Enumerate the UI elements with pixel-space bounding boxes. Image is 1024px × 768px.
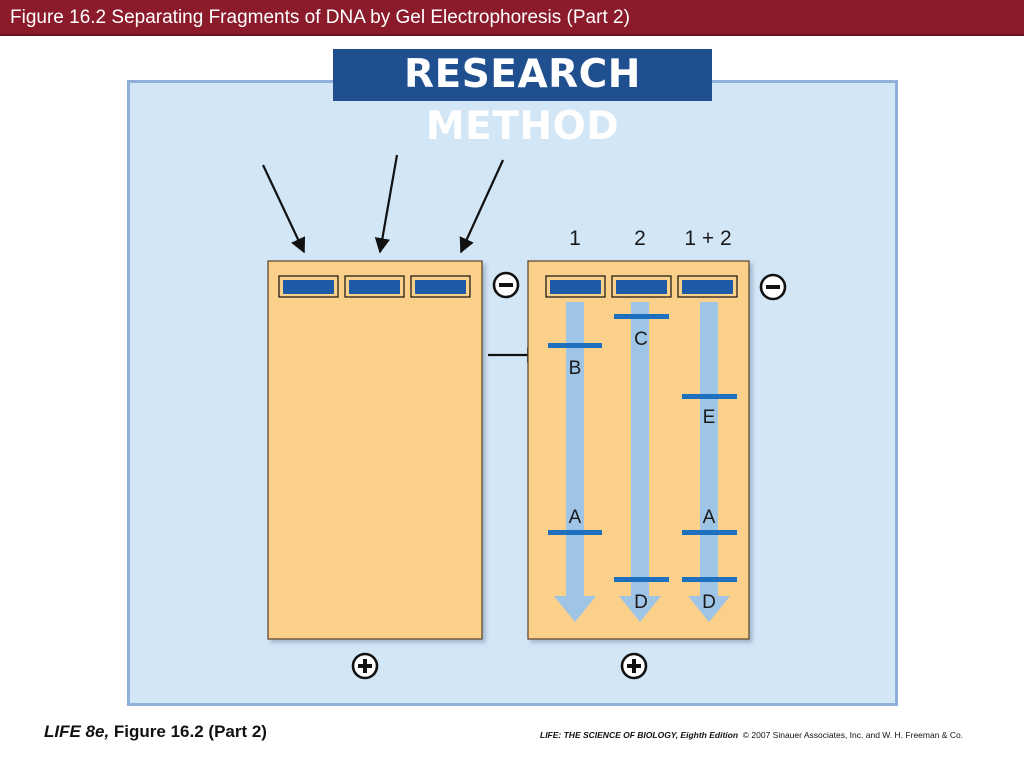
book-full-title: LIFE: THE SCIENCE OF BIOLOGY, Eighth Edi… (540, 730, 739, 740)
band-lane2-c (614, 314, 669, 319)
lane-label-1-plus-2: 1 + 2 (684, 227, 731, 250)
lane-label-2: 2 (634, 227, 646, 250)
band-lane1-a (548, 530, 602, 535)
book-short-title: LIFE 8e, (44, 722, 110, 741)
gel-before (267, 260, 483, 640)
loading-arrow-3 (459, 159, 505, 254)
band-label-lane1-a: A (569, 507, 582, 528)
band-label-lane3-d: D (702, 592, 716, 613)
gel-after-positive-electrode (620, 652, 648, 680)
band-lane1-b (548, 343, 602, 348)
research-method-banner: RESEARCH METHOD (333, 49, 712, 149)
gel-after-wells (545, 275, 738, 298)
copyright-line: LIFE: THE SCIENCE OF BIOLOGY, Eighth Edi… (540, 730, 963, 740)
band-lane3-d (682, 577, 737, 582)
research-method-panel (127, 80, 898, 706)
copyright-notice: © 2007 Sinauer Associates, Inc. and W. H… (742, 730, 964, 740)
loading-arrow-1 (262, 164, 306, 254)
lane-label-1: 1 (569, 227, 581, 250)
gel-after-negative-electrode (759, 273, 787, 301)
migration-arrows (554, 302, 730, 622)
band-lane3-e (682, 394, 737, 399)
loading-arrow-2 (374, 154, 399, 254)
band-lane2-d (614, 577, 669, 582)
gel-before-negative-electrode (492, 271, 520, 299)
figure-number: Figure 16.2 (Part 2) (113, 722, 267, 741)
band-label-lane3-a: A (703, 507, 716, 528)
band-label-lane2-d: D (634, 592, 648, 613)
band-label-lane1-b: B (569, 358, 582, 379)
figure-reference: LIFE 8e, Figure 16.2 (Part 2) (44, 722, 267, 742)
band-label-lane2-c: C (634, 329, 648, 350)
slide-title: Figure 16.2 Separating Fragments of DNA … (10, 7, 630, 28)
title-bar: Figure 16.2 Separating Fragments of DNA … (0, 0, 1024, 36)
gel-before-positive-electrode (351, 652, 379, 680)
band-lane3-a (682, 530, 737, 535)
band-label-lane3-e: E (703, 407, 716, 428)
gel-before-wells (278, 275, 471, 298)
